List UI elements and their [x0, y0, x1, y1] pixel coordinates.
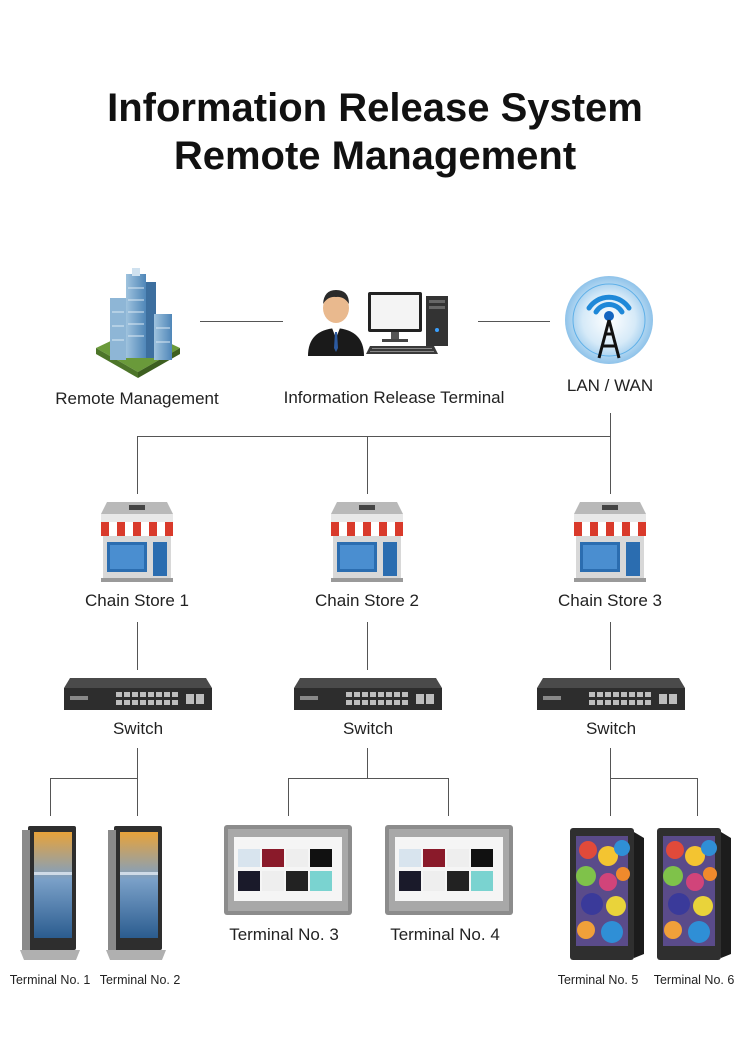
connector-line [610, 778, 698, 779]
store-icon [572, 500, 648, 582]
outdoor-kiosk-icon [655, 826, 733, 962]
connector-line [50, 778, 138, 779]
connector-line [137, 748, 138, 778]
connector-line [137, 622, 138, 670]
connector-line [610, 778, 611, 816]
network-switch-icon [64, 678, 212, 712]
connector-line [478, 321, 550, 322]
terminal-5-label: Terminal No. 5 [557, 973, 639, 987]
terminal-3-label: Terminal No. 3 [229, 925, 339, 944]
switch-1-label: Switch [112, 719, 164, 738]
connector-line [137, 436, 138, 494]
connector-line [367, 622, 368, 670]
terminal-6-label: Terminal No. 6 [653, 973, 735, 987]
connector-line [367, 748, 368, 778]
connector-line [448, 778, 449, 816]
information-release-terminal-label: Information Release Terminal [283, 388, 505, 407]
connector-line [50, 778, 51, 816]
network-switch-icon [294, 678, 442, 712]
terminal-4-label: Terminal No. 4 [390, 925, 500, 944]
wall-display-icon [224, 825, 352, 915]
outdoor-kiosk-icon [568, 826, 646, 962]
terminal-2-label: Terminal No. 2 [99, 973, 181, 987]
office-building-icon [92, 268, 184, 380]
terminal-1-label: Terminal No. 1 [9, 973, 91, 987]
connector-line [137, 436, 611, 437]
wall-display-icon [385, 825, 513, 915]
chain-store-2-label: Chain Store 2 [315, 591, 419, 610]
connector-line [367, 436, 368, 494]
remote-management-label: Remote Management [55, 389, 219, 408]
connector-line [288, 778, 289, 816]
diagram-title-line1: Information Release System [107, 86, 643, 130]
connector-line [610, 436, 611, 494]
connector-line [610, 748, 611, 778]
standing-kiosk-icon [20, 826, 80, 962]
switch-3-label: Switch [585, 719, 637, 738]
network-switch-icon [537, 678, 685, 712]
connector-line [610, 622, 611, 670]
connector-line [137, 778, 138, 816]
connector-line [697, 778, 698, 816]
operator-computer-icon [304, 280, 454, 360]
chain-store-3-label: Chain Store 3 [558, 591, 662, 610]
store-icon [99, 500, 175, 582]
connector-line [288, 778, 449, 779]
chain-store-1-label: Chain Store 1 [85, 591, 189, 610]
connector-line [610, 413, 611, 436]
diagram-title-line2: Remote Management [173, 134, 577, 178]
wireless-antenna-icon [564, 274, 654, 366]
switch-2-label: Switch [342, 719, 394, 738]
connector-line [200, 321, 283, 322]
standing-kiosk-icon [106, 826, 166, 962]
store-icon [329, 500, 405, 582]
lan-wan-label: LAN / WAN [566, 376, 654, 395]
